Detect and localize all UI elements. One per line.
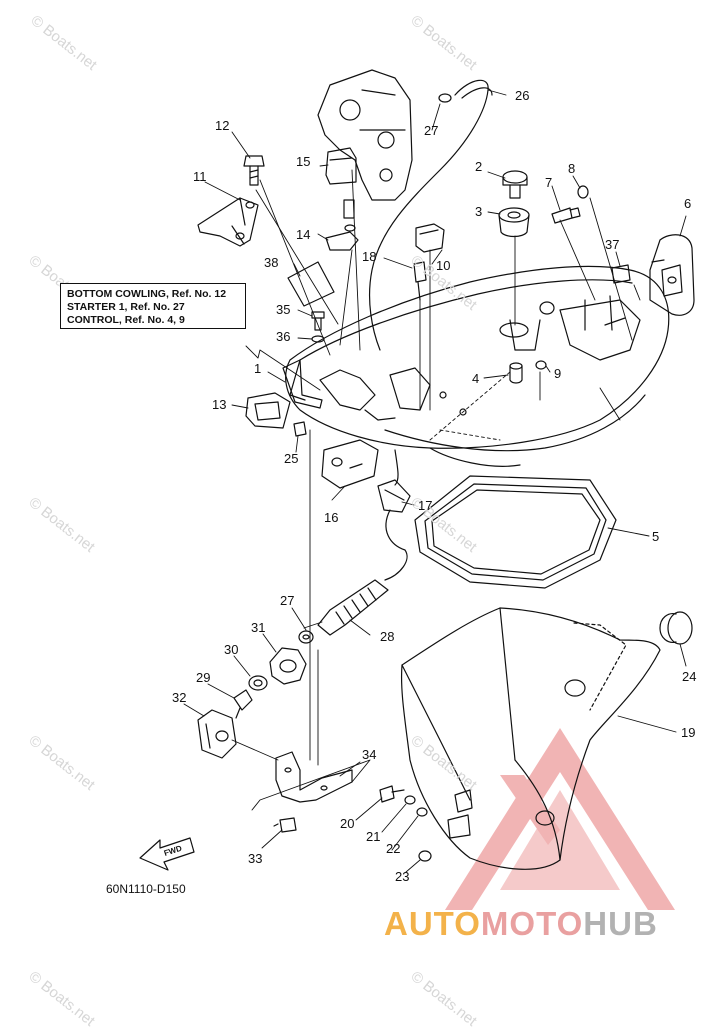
callout-label[interactable]: 5 bbox=[652, 529, 660, 544]
callout-label[interactable]: 25 bbox=[284, 451, 299, 466]
callout-label[interactable]: 23 bbox=[395, 869, 410, 884]
part-25 bbox=[293, 421, 307, 437]
starter-bracket-outline bbox=[317, 69, 413, 201]
callout-label[interactable]: 4 bbox=[472, 371, 480, 386]
part-27-clip-lower bbox=[298, 630, 314, 644]
part-1-frame bbox=[282, 359, 323, 409]
callout-label[interactable]: 24 bbox=[682, 669, 697, 684]
part-3-grommet bbox=[498, 207, 530, 238]
part-21-washer bbox=[404, 795, 416, 805]
brand-part-3: HUB bbox=[583, 905, 658, 942]
callout-label[interactable]: 10 bbox=[436, 258, 451, 273]
callout-label[interactable]: 7 bbox=[545, 175, 553, 190]
part-24-grommet bbox=[659, 611, 693, 645]
reference-note-box: BOTTOM COWLING, Ref. No. 12 STARTER 1, R… bbox=[60, 283, 246, 329]
callout-label[interactable]: 3 bbox=[475, 204, 483, 219]
part-20-screw bbox=[379, 785, 405, 803]
callout-label[interactable]: 6 bbox=[684, 196, 692, 211]
leader-lines bbox=[183, 89, 687, 873]
callout-label[interactable]: 8 bbox=[568, 161, 576, 176]
callout-label[interactable]: 34 bbox=[362, 747, 377, 762]
part-11-bracket bbox=[197, 197, 259, 247]
part-2-bolt bbox=[502, 170, 528, 199]
part-18 bbox=[413, 261, 427, 301]
part-16-switch bbox=[321, 439, 379, 489]
diagram-code: 60N1110-D150 bbox=[106, 882, 186, 896]
brand-part-2: MOTO bbox=[480, 905, 584, 942]
part-38-label bbox=[287, 261, 335, 307]
callout-label[interactable]: 30 bbox=[224, 642, 239, 657]
part-4 bbox=[509, 362, 523, 384]
note-line-2: STARTER 1, Ref. No. 27 bbox=[67, 301, 185, 313]
callout-label[interactable]: 16 bbox=[324, 510, 339, 525]
part-28-tube bbox=[317, 579, 389, 636]
callout-label[interactable]: 2 bbox=[475, 159, 483, 174]
callout-label[interactable]: 9 bbox=[554, 366, 562, 381]
brand-logo: AUTOMOTOHUB bbox=[384, 905, 658, 943]
note-line-1: BOTTOM COWLING, Ref. No. 12 bbox=[67, 288, 227, 300]
part-33-screw bbox=[273, 817, 297, 833]
pipe-26 bbox=[368, 79, 493, 351]
brand-part-1: AUTO bbox=[384, 905, 481, 942]
part-32 bbox=[197, 709, 237, 759]
callout-label[interactable]: 36 bbox=[276, 329, 291, 344]
callout-label[interactable]: 26 bbox=[515, 88, 530, 103]
part-13 bbox=[245, 392, 291, 429]
callout-label[interactable]: 12 bbox=[215, 118, 230, 133]
note-line-3: CONTROL, Ref. No. 4, 9 bbox=[67, 314, 185, 326]
callout-label[interactable]: 19 bbox=[681, 725, 696, 740]
callout-label[interactable]: 11 bbox=[193, 169, 207, 184]
part-9 bbox=[535, 360, 547, 370]
brand-triangle-logo bbox=[445, 728, 675, 910]
callout-label[interactable]: 1 bbox=[254, 361, 262, 376]
part-30-washer bbox=[248, 675, 268, 691]
part-17-grommet bbox=[377, 479, 411, 513]
callout-label[interactable]: 27 bbox=[424, 123, 439, 138]
part-31-nut bbox=[269, 647, 307, 685]
part-12-bolt bbox=[243, 155, 265, 186]
callout-label[interactable]: 21 bbox=[366, 829, 381, 844]
part-5-seal bbox=[414, 475, 617, 589]
callout-label[interactable]: 27 bbox=[280, 593, 295, 608]
part-15 bbox=[325, 147, 357, 185]
callout-label[interactable]: 28 bbox=[380, 629, 395, 644]
callout-label[interactable]: 31 bbox=[251, 620, 266, 635]
part-23-nut bbox=[418, 850, 432, 862]
part-10-cap bbox=[415, 223, 445, 253]
callout-label[interactable]: 17 bbox=[418, 498, 433, 513]
callout-label[interactable]: 33 bbox=[248, 851, 263, 866]
callout-label[interactable]: 37 bbox=[605, 237, 620, 252]
part-29 bbox=[233, 689, 253, 719]
part-8-washer bbox=[577, 185, 589, 199]
callout-label[interactable]: 14 bbox=[296, 227, 311, 242]
part-7-screw bbox=[551, 207, 581, 224]
part-6-lever bbox=[649, 234, 695, 316]
bottom-cowling-tray bbox=[285, 265, 670, 467]
part-22-washer bbox=[416, 807, 428, 817]
callout-label[interactable]: 35 bbox=[276, 302, 291, 317]
fwd-arrow-icon bbox=[139, 837, 195, 871]
callout-label[interactable]: 18 bbox=[362, 249, 377, 264]
callout-label[interactable]: 15 bbox=[296, 154, 311, 169]
callout-label[interactable]: 20 bbox=[340, 816, 355, 831]
callout-label[interactable]: 32 bbox=[172, 690, 187, 705]
part-19-lower-cowling bbox=[400, 607, 661, 870]
part-14 bbox=[325, 199, 359, 251]
parts-diagram: FWD bbox=[139, 69, 695, 910]
wire-harness bbox=[384, 449, 408, 581]
callout-label[interactable]: 38 bbox=[264, 255, 279, 270]
callout-label[interactable]: 22 bbox=[386, 841, 401, 856]
reference-lines bbox=[231, 169, 641, 811]
callout-label[interactable]: 29 bbox=[196, 670, 211, 685]
callout-label[interactable]: 13 bbox=[212, 397, 227, 412]
part-34-bracket bbox=[275, 751, 353, 803]
